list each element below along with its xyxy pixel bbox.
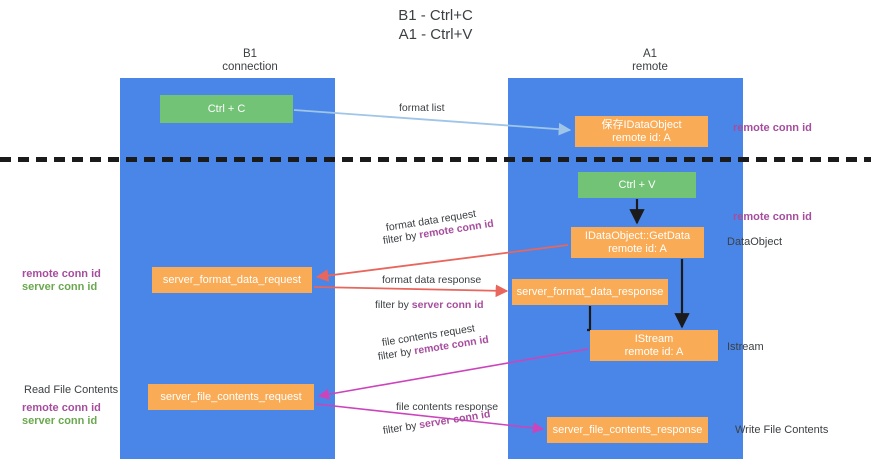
node-idataobject-label: 保存IDataObject <box>601 118 682 131</box>
node-istream-remote-id: remote id: A <box>624 345 684 358</box>
node-server-file-contents-response[interactable]: server_file_contents_response <box>547 417 708 443</box>
legend-conn-ids-bottom: remote conn id server conn id <box>22 402 101 428</box>
annotation-remote-conn-id-mid: remote conn id <box>733 211 812 223</box>
node-server-format-data-request[interactable]: server_format_data_request <box>152 267 312 293</box>
node-ctrl-c-label: Ctrl + C <box>207 102 246 115</box>
annotation-dataobject: DataObject <box>727 236 783 248</box>
filter-tag-server-conn-id: server conn id <box>411 299 484 311</box>
annotation-istream: Istream <box>727 341 764 353</box>
node-idataobject-getdata[interactable]: IDataObject::GetData remote id: A <box>571 227 704 258</box>
node-istream[interactable]: IStream remote id: A <box>590 330 718 361</box>
page-title: B1 - Ctrl+C A1 - Ctrl+V <box>398 7 473 43</box>
annotation-write-file-contents: Write File Contents <box>735 424 829 436</box>
node-istream-label: IStream <box>634 332 674 345</box>
node-idataobject-remote-id: remote id: A <box>612 131 671 144</box>
node-ctrl-v-label: Ctrl + V <box>618 178 656 191</box>
node-server-format-data-request-label: server_format_data_request <box>162 273 302 286</box>
phase-divider <box>0 157 871 162</box>
edge-label-format-data-response: format data response <box>382 274 482 286</box>
filter-prefix: filter by <box>382 419 421 437</box>
legend-server-conn-id: server conn id <box>22 281 98 293</box>
node-ctrl-c[interactable]: Ctrl + C <box>160 95 293 123</box>
legend-remote-conn-id: remote conn id <box>22 268 101 280</box>
node-server-file-contents-response-label: server_file_contents_response <box>552 423 703 436</box>
legend-conn-ids-top: remote conn id server conn id <box>22 268 101 294</box>
node-server-format-data-response[interactable]: server_format_data_response <box>512 279 668 305</box>
edge-format-data-response <box>313 284 509 298</box>
edge-label-format-data-response-filter: filter by server conn id <box>375 298 484 312</box>
filter-prefix: filter by <box>375 299 412 311</box>
node-getdata-label: IDataObject::GetData <box>584 229 691 242</box>
node-server-file-contents-request-label: server_file_contents_request <box>160 390 302 403</box>
legend-remote-conn-id: remote conn id <box>22 402 101 414</box>
column-header-b1: B1 connection <box>222 48 278 73</box>
annotation-remote-conn-id-top: remote conn id <box>733 122 812 134</box>
node-idataobject[interactable]: 保存IDataObject remote id: A <box>575 116 708 147</box>
node-server-file-contents-request[interactable]: server_file_contents_request <box>148 384 314 410</box>
annotation-read-file-contents: Read File Contents <box>24 384 119 396</box>
edge-label-format-list: format list <box>399 102 445 114</box>
column-header-a1: A1 remote <box>632 48 668 73</box>
node-server-format-data-response-label: server_format_data_response <box>516 285 664 298</box>
node-getdata-remote-id: remote id: A <box>608 242 667 255</box>
legend-server-conn-id: server conn id <box>22 415 98 427</box>
node-ctrl-v[interactable]: Ctrl + V <box>578 172 696 198</box>
